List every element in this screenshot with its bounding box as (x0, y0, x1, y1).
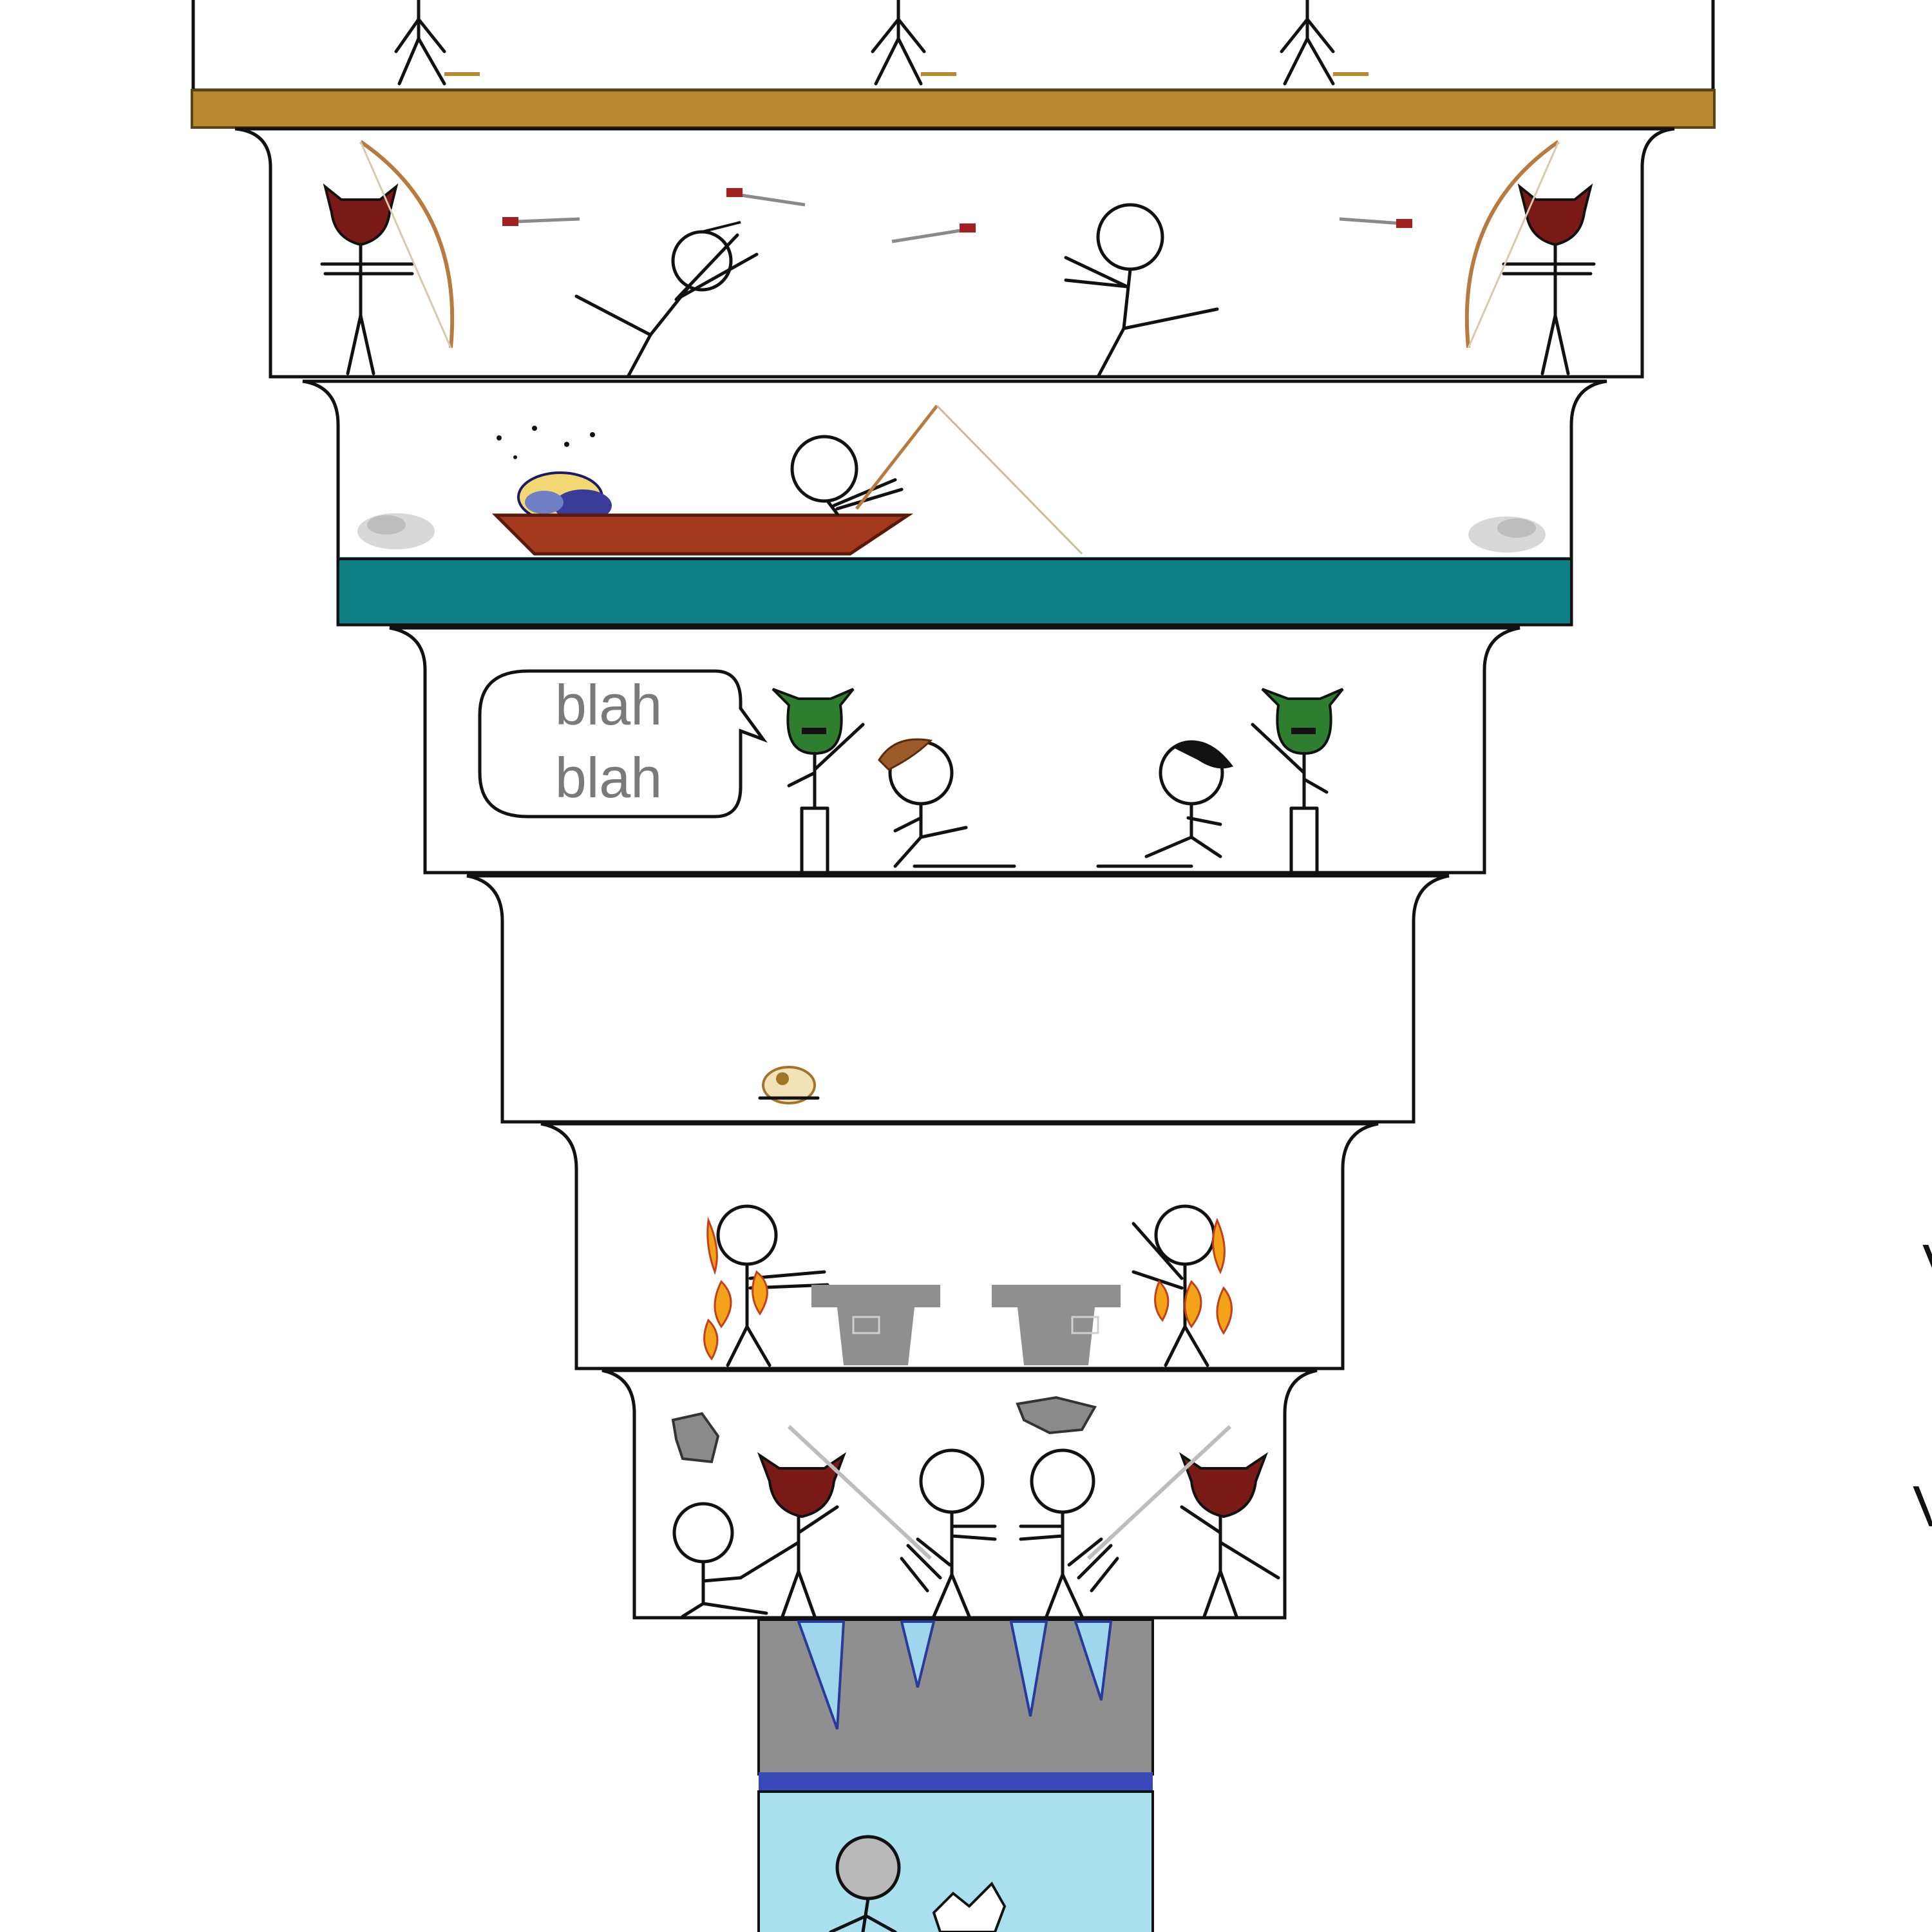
empty-level-frame (466, 874, 1450, 1124)
fisherman (790, 404, 1083, 555)
level-pitchforks (601, 1368, 1318, 1620)
devil-archer-left (320, 140, 455, 375)
fallen-figure (672, 1502, 768, 1618)
devil-head (1517, 183, 1593, 247)
brown-hair (878, 738, 933, 771)
tomb-left (811, 1285, 940, 1365)
ice-band (759, 1772, 1153, 1792)
flames (703, 1217, 768, 1361)
level-fire (540, 1122, 1379, 1370)
arrow-fletching (1396, 219, 1412, 228)
edge-letter-2: V (1913, 1475, 1932, 1539)
ice-shard (932, 1881, 1007, 1932)
figure-head (835, 1835, 901, 1900)
goblin-mouth (1291, 728, 1316, 734)
fishing-line (936, 404, 1083, 555)
tormented-figure-left (919, 1448, 997, 1618)
devil-head (1179, 1452, 1269, 1519)
figure-head (716, 1204, 778, 1266)
level-top (191, 0, 1716, 129)
archers-level-frame (234, 127, 1675, 379)
bow (1464, 140, 1560, 348)
edge-letter-1: V (1922, 1233, 1932, 1298)
foam-left (357, 513, 435, 549)
frozen-figure (829, 1835, 901, 1932)
speech-line-2: blah (555, 746, 662, 810)
flying-rock (1016, 1396, 1097, 1435)
devil-right (1067, 1425, 1280, 1618)
level-goblins: blah blah (389, 626, 1520, 875)
seated-figure-left (878, 738, 1016, 868)
level-archers (234, 127, 1675, 379)
figure-head (671, 230, 733, 292)
goblin-head (772, 688, 855, 755)
level-frozen (757, 1790, 1154, 1932)
bow (359, 140, 455, 348)
walking-figure-3 (1280, 0, 1368, 86)
small-creature (758, 1066, 820, 1104)
devil-head (323, 183, 399, 247)
arrow-fletching (726, 188, 743, 197)
walking-figure-1 (394, 0, 480, 86)
arrow (891, 227, 973, 243)
figure-head (919, 1448, 985, 1514)
icicle (900, 1620, 936, 1688)
arrow-fletching (960, 223, 976, 232)
arrow-in-head (701, 221, 741, 233)
tormented-figure-right (1019, 1448, 1095, 1618)
speech-bubble-outline (478, 669, 768, 819)
tomb-right (992, 1285, 1121, 1365)
black-hair (1172, 741, 1233, 769)
figure-head (790, 435, 858, 503)
goblin-mouth (802, 728, 826, 734)
devil-head (757, 1452, 847, 1519)
seated-figure-right (1096, 740, 1233, 868)
figure-head (1154, 1204, 1216, 1266)
foam-right (1468, 516, 1546, 553)
goblin-head (1261, 688, 1344, 755)
devil-archer-right (1464, 140, 1596, 375)
arrows (502, 188, 1412, 243)
burning-figure-left (703, 1204, 829, 1367)
fire-level-frame (540, 1122, 1379, 1370)
bowstring (1467, 141, 1560, 348)
fleeing-figure-left (574, 221, 759, 379)
fishing-rod (855, 404, 938, 510)
level-water (302, 379, 1607, 627)
fleeing-figure-right (1064, 203, 1219, 379)
icicle (1074, 1620, 1113, 1701)
burning-figure-right (1132, 1204, 1233, 1367)
boat (491, 513, 914, 556)
walking-figure-2 (871, 0, 956, 86)
speech-line-1: blah (555, 673, 662, 737)
arrow-fletching (502, 217, 518, 226)
goblin-right (1251, 688, 1344, 875)
level-ice-cave (757, 1618, 1154, 1792)
ground-strip (191, 89, 1716, 129)
water (339, 557, 1570, 623)
speech-bubble: blah blah (478, 669, 768, 819)
flames (1154, 1218, 1233, 1335)
bowstring (359, 141, 452, 348)
flying-rock (671, 1412, 720, 1464)
devil-left (739, 1425, 952, 1618)
icicle (797, 1620, 846, 1730)
pitchfork (787, 1425, 933, 1560)
icicle (1009, 1620, 1048, 1717)
figure-head (1030, 1448, 1095, 1514)
pitchfork (1086, 1425, 1232, 1560)
figure-head (672, 1502, 734, 1564)
level-empty (466, 874, 1450, 1124)
goblin-left (772, 688, 865, 875)
figure-head (1096, 203, 1164, 271)
